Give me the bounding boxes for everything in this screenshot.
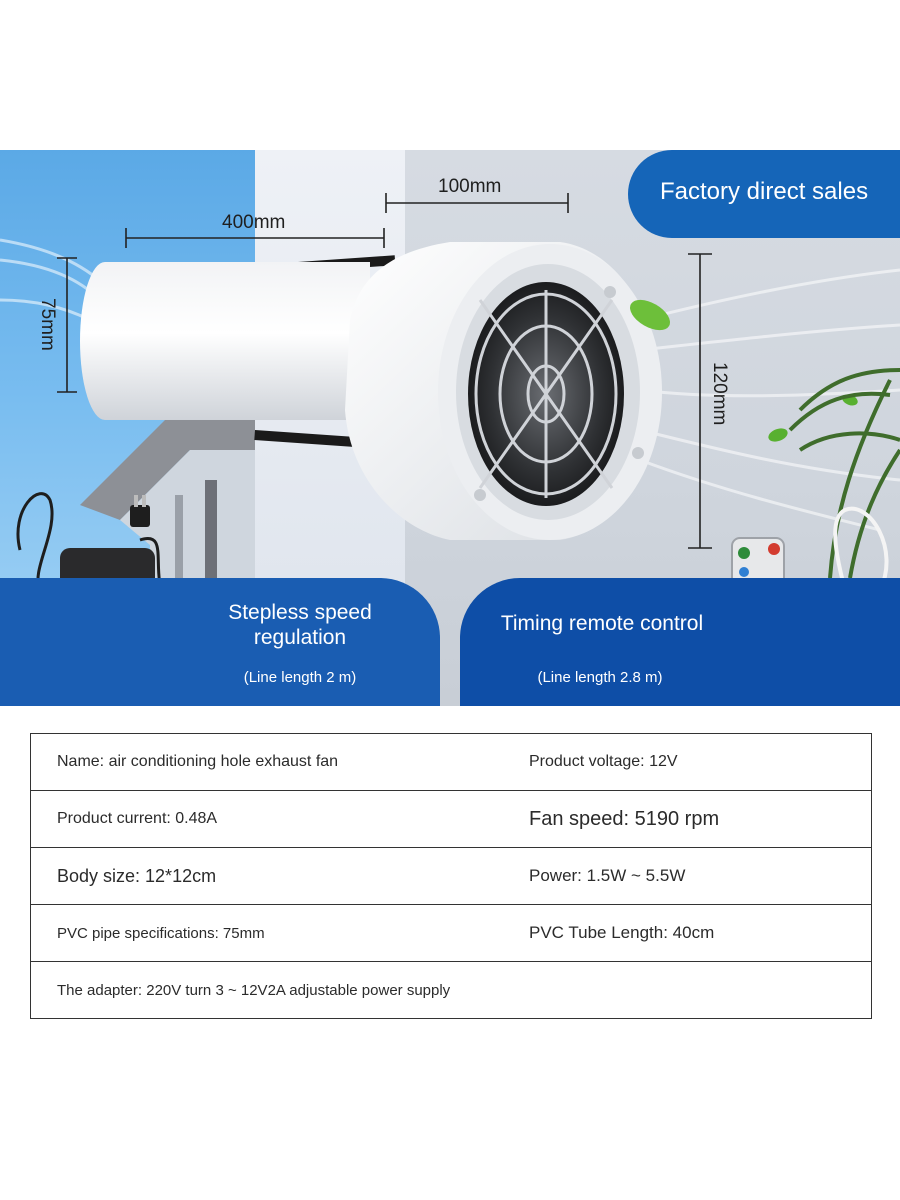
dim-pipe-length: 400mm (222, 212, 286, 233)
table-row: Name: air conditioning hole exhaust fan … (30, 733, 872, 791)
speed-regulation-subtitle: (Line length 2 m) (243, 669, 357, 686)
remote-control-subtitle: (Line length 2.8 m) (537, 669, 663, 686)
dim-pipe-diameter: 75mm (37, 298, 58, 351)
pvc-pipe (80, 262, 370, 420)
speed-regulation-title-2: regulation (253, 626, 347, 649)
fan-housing (345, 242, 662, 540)
product-illustration (0, 193, 900, 692)
speed-regulation-title-1: Stepless speed (228, 601, 372, 624)
dim-head-diameter: 120mm (709, 362, 730, 426)
speed-regulation-card: Stepless speed regulation (Line length 2… (0, 578, 440, 706)
remote-control-card: Timing remote control (Line length 2.8 m… (460, 578, 900, 706)
airflow-lines (0, 238, 900, 532)
spec-cell: Power: 1.5W ~ 5.5W (529, 847, 872, 905)
spec-cell: The adapter: 220V turn 3 ~ 12V2A adjusta… (30, 961, 529, 1019)
table-row: Body size: 12*12cm Power: 1.5W ~ 5.5W (30, 847, 872, 905)
spec-cell: Product current: 0.48A (30, 790, 529, 848)
dimension-lines (57, 193, 712, 549)
spec-cell: PVC pipe specifications: 75mm (30, 904, 529, 962)
spec-cell: Body size: 12*12cm (30, 847, 529, 905)
factory-direct-badge: Factory direct sales (628, 150, 900, 238)
spec-cell (529, 961, 872, 1019)
spec-cell: PVC Tube Length: 40cm (529, 904, 872, 962)
spec-cell: Name: air conditioning hole exhaust fan (30, 733, 529, 791)
house-roof (80, 405, 255, 578)
spec-table: Name: air conditioning hole exhaust fan … (30, 733, 872, 1019)
plant-decoration (788, 368, 900, 579)
remote-control-title: Timing remote control (500, 612, 704, 635)
table-row: Product current: 0.48A Fan speed: 5190 r… (30, 790, 872, 848)
table-row: PVC pipe specifications: 75mm PVC Tube L… (30, 904, 872, 962)
product-banner: 400mm 100mm 75mm 120mm Factory direct sa… (0, 150, 900, 706)
factory-direct-label: Factory direct sales (660, 178, 869, 205)
spec-cell: Product voltage: 12V (529, 733, 872, 791)
fan-grille (474, 290, 618, 498)
spec-cell: Fan speed: 5190 rpm (529, 790, 872, 848)
table-row: The adapter: 220V turn 3 ~ 12V2A adjusta… (30, 961, 872, 1019)
dim-head-length: 100mm (438, 176, 502, 197)
